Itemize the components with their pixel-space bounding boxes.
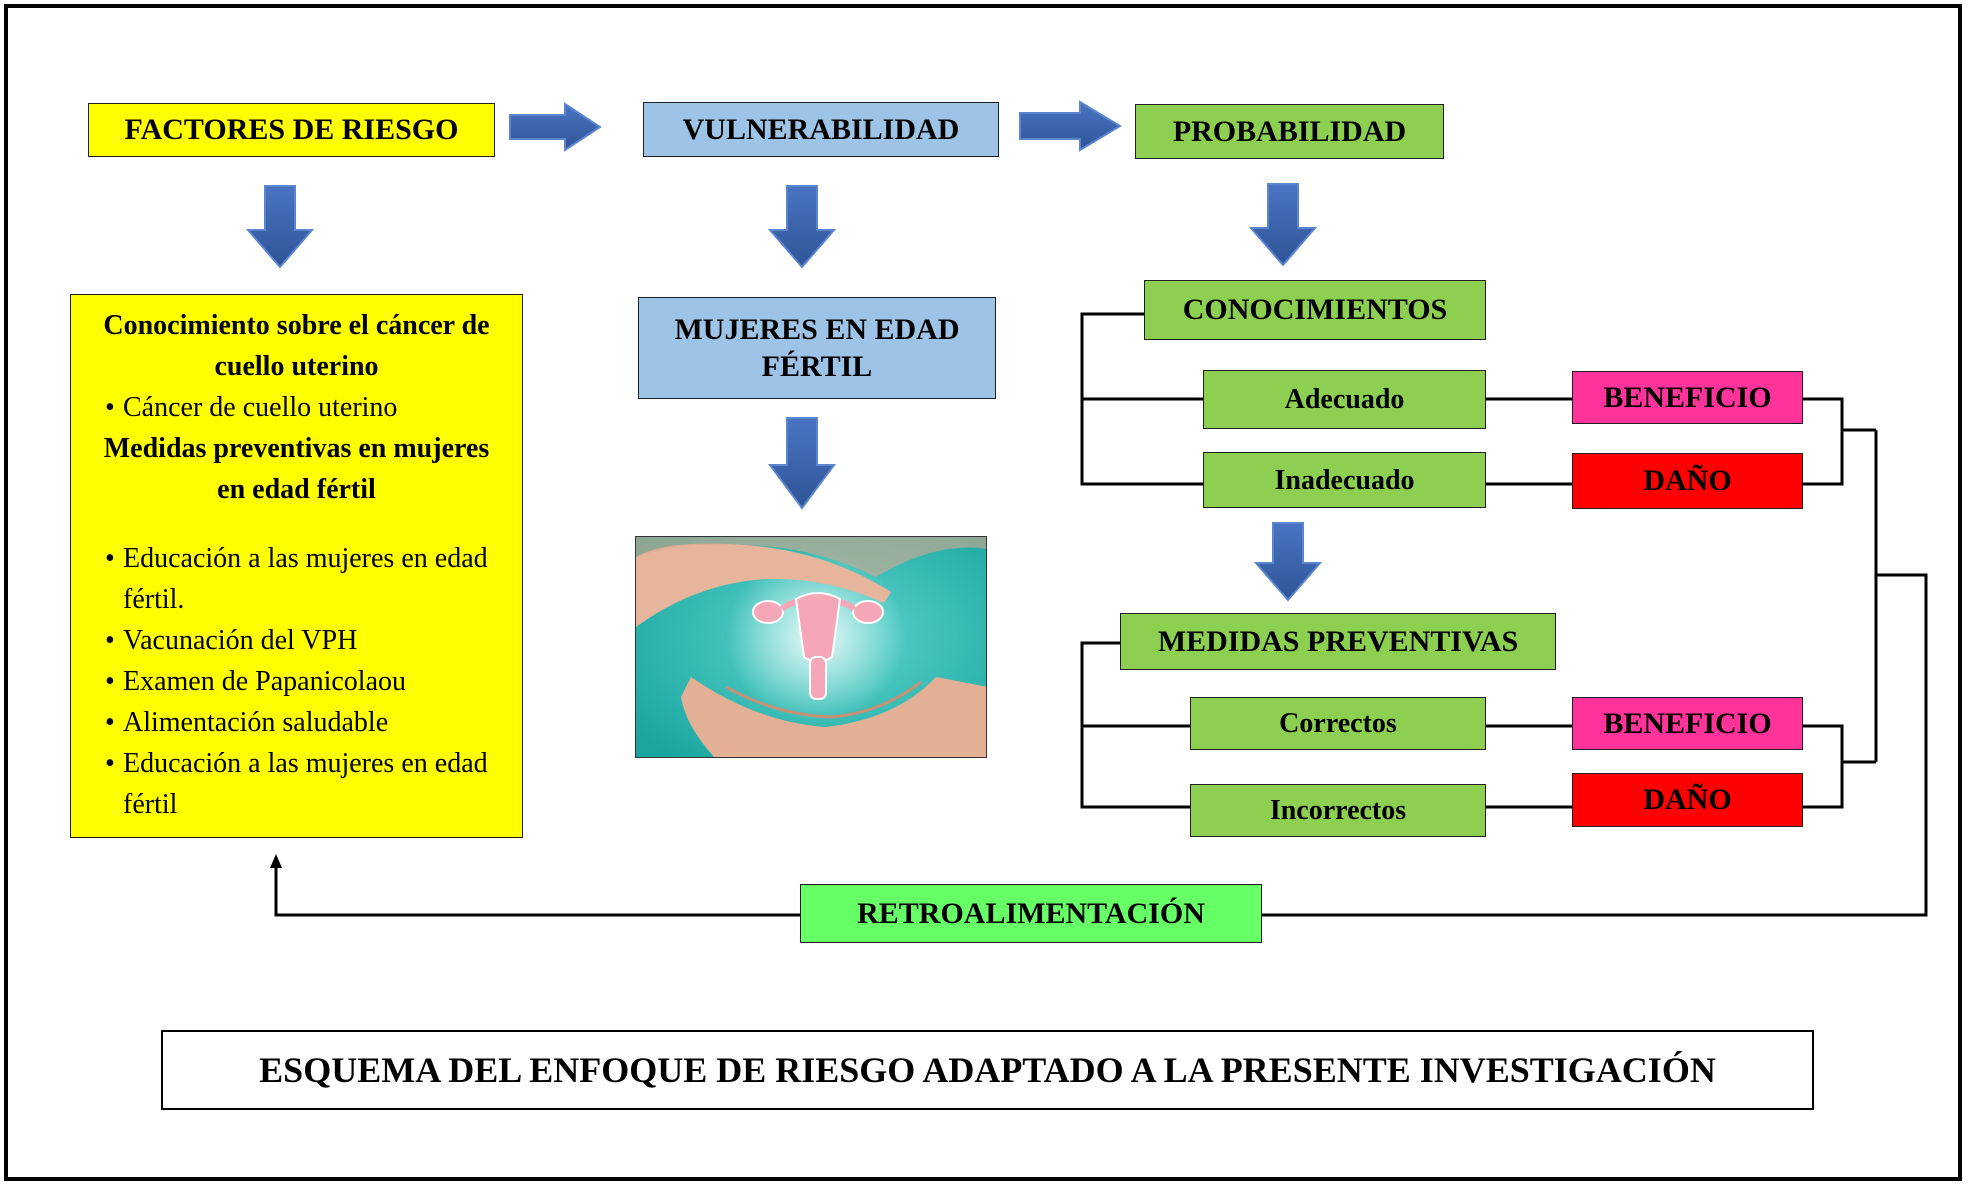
inadecuado-box: Inadecuado <box>1203 452 1486 508</box>
vulnerabilidad-box: VULNERABILIDAD <box>643 102 999 157</box>
retroalimentacion-box: RETROALIMENTACIÓN <box>800 884 1262 943</box>
list-item: Educación a las mujeres en edad fértil <box>105 743 504 825</box>
mujeres-edad-fertil-box: MUJERES EN EDAD FÉRTIL <box>638 297 996 399</box>
down-arrow-icon <box>768 417 836 510</box>
prevention-list: Educación a las mujeres en edad fértil. … <box>89 538 504 825</box>
dano-label: DAÑO <box>1643 783 1732 817</box>
uterus-hands-photo <box>635 536 987 758</box>
diagram-caption: ESQUEMA DEL ENFOQUE DE RIESGO ADAPTADO A… <box>161 1030 1814 1110</box>
down-arrow-icon <box>1253 522 1323 602</box>
inadecuado-label: Inadecuado <box>1274 464 1415 496</box>
list-item: Examen de Papanicolaou <box>105 661 504 702</box>
probabilidad-box: PROBABILIDAD <box>1135 104 1444 159</box>
feedback-arrowhead-icon <box>270 854 282 868</box>
dano-box: DAÑO <box>1572 453 1803 509</box>
incorrectos-box: Incorrectos <box>1190 784 1486 837</box>
list-item: Cáncer de cuello uterino <box>105 387 504 428</box>
beneficio-box: BENEFICIO <box>1572 371 1803 424</box>
correctos-label: Correctos <box>1279 708 1397 739</box>
incorrectos-label: Incorrectos <box>1269 795 1407 826</box>
retroalimentacion-label: RETROALIMENTACIÓN <box>857 896 1205 930</box>
conocimientos-label: CONOCIMIENTOS <box>1182 293 1448 327</box>
bottom-outcome-bracket <box>1803 724 1876 809</box>
right-arrow-icon <box>509 102 602 152</box>
medidas-label: MEDIDAS PREVENTIVAS <box>1157 624 1519 658</box>
caption-text: ESQUEMA DEL ENFOQUE DE RIESGO ADAPTADO A… <box>259 1050 1716 1090</box>
medidas-bracket <box>1080 641 1190 809</box>
beneficio-box: BENEFICIO <box>1572 697 1803 750</box>
diagram-frame <box>4 4 1962 1181</box>
adecuado-label: Adecuado <box>1284 384 1405 415</box>
conocimientos-box: CONOCIMIENTOS <box>1144 280 1486 340</box>
dano-label: DAÑO <box>1643 464 1732 498</box>
factores-de-riesgo-box: FACTORES DE RIESGO <box>88 103 495 157</box>
correctos-box: Correctos <box>1190 697 1486 750</box>
conocimientos-bracket <box>1080 312 1203 486</box>
outcomes-connector <box>1262 430 1928 917</box>
down-arrow-icon <box>245 185 315 269</box>
beneficio-label: BENEFICIO <box>1603 706 1772 740</box>
probabilidad-label: PROBABILIDAD <box>1172 114 1407 148</box>
knowledge-panel: Conocimiento sobre el cáncer de cuello u… <box>70 294 523 838</box>
list-item: Vacunación del VPH <box>105 620 504 661</box>
knowledge-heading: Conocimiento sobre el cáncer de cuello u… <box>103 310 490 382</box>
vulnerabilidad-label: VULNERABILIDAD <box>682 112 960 146</box>
list-item: Educación a las mujeres en edad fértil. <box>105 538 504 620</box>
retro-feedback-line <box>274 866 800 917</box>
beneficio-label: BENEFICIO <box>1603 380 1772 414</box>
factores-label: FACTORES DE RIESGO <box>124 113 459 147</box>
mujeres-label: MUJERES EN EDAD FÉRTIL <box>674 312 960 384</box>
top-outcome-bracket <box>1803 397 1876 486</box>
adecuado-box: Adecuado <box>1203 370 1486 429</box>
down-arrow-icon <box>767 185 837 269</box>
medidas-preventivas-box: MEDIDAS PREVENTIVAS <box>1120 613 1556 670</box>
list-item: Alimentación saludable <box>105 702 504 743</box>
dano-box: DAÑO <box>1572 773 1803 827</box>
right-arrow-icon <box>1019 100 1122 152</box>
prevention-heading: Medidas preventivas en mujeres en edad f… <box>103 433 490 505</box>
cancer-list: Cáncer de cuello uterino <box>89 387 504 428</box>
down-arrow-icon <box>1248 183 1318 267</box>
